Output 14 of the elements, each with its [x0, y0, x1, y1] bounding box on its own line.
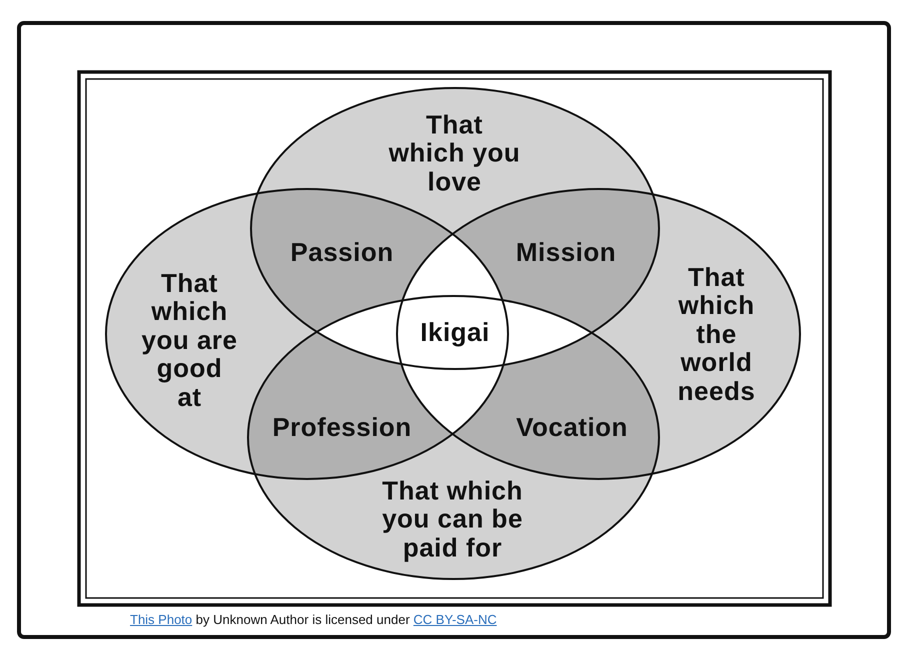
circle-label: That which you are good at	[142, 268, 238, 411]
circle-label: That which you love	[388, 110, 520, 196]
link: CC BY-SA-NC	[413, 612, 497, 627]
region-label: Profession	[272, 412, 412, 442]
venn-ellipse	[247, 295, 660, 580]
link: This Photo	[130, 612, 192, 627]
region-label: Passion	[290, 238, 394, 266]
region-label: Ikigai	[420, 318, 490, 346]
circle-label: That which the world needs	[678, 262, 756, 405]
region-label: Mission	[516, 238, 616, 266]
attribution-text: This Photo by Unknown Author is licensed under CC BY-SA-NC	[130, 612, 497, 627]
venn-ellipse	[250, 87, 660, 370]
circle-label: That which you can be paid for	[382, 476, 523, 562]
region-label: Vocation	[516, 412, 628, 442]
